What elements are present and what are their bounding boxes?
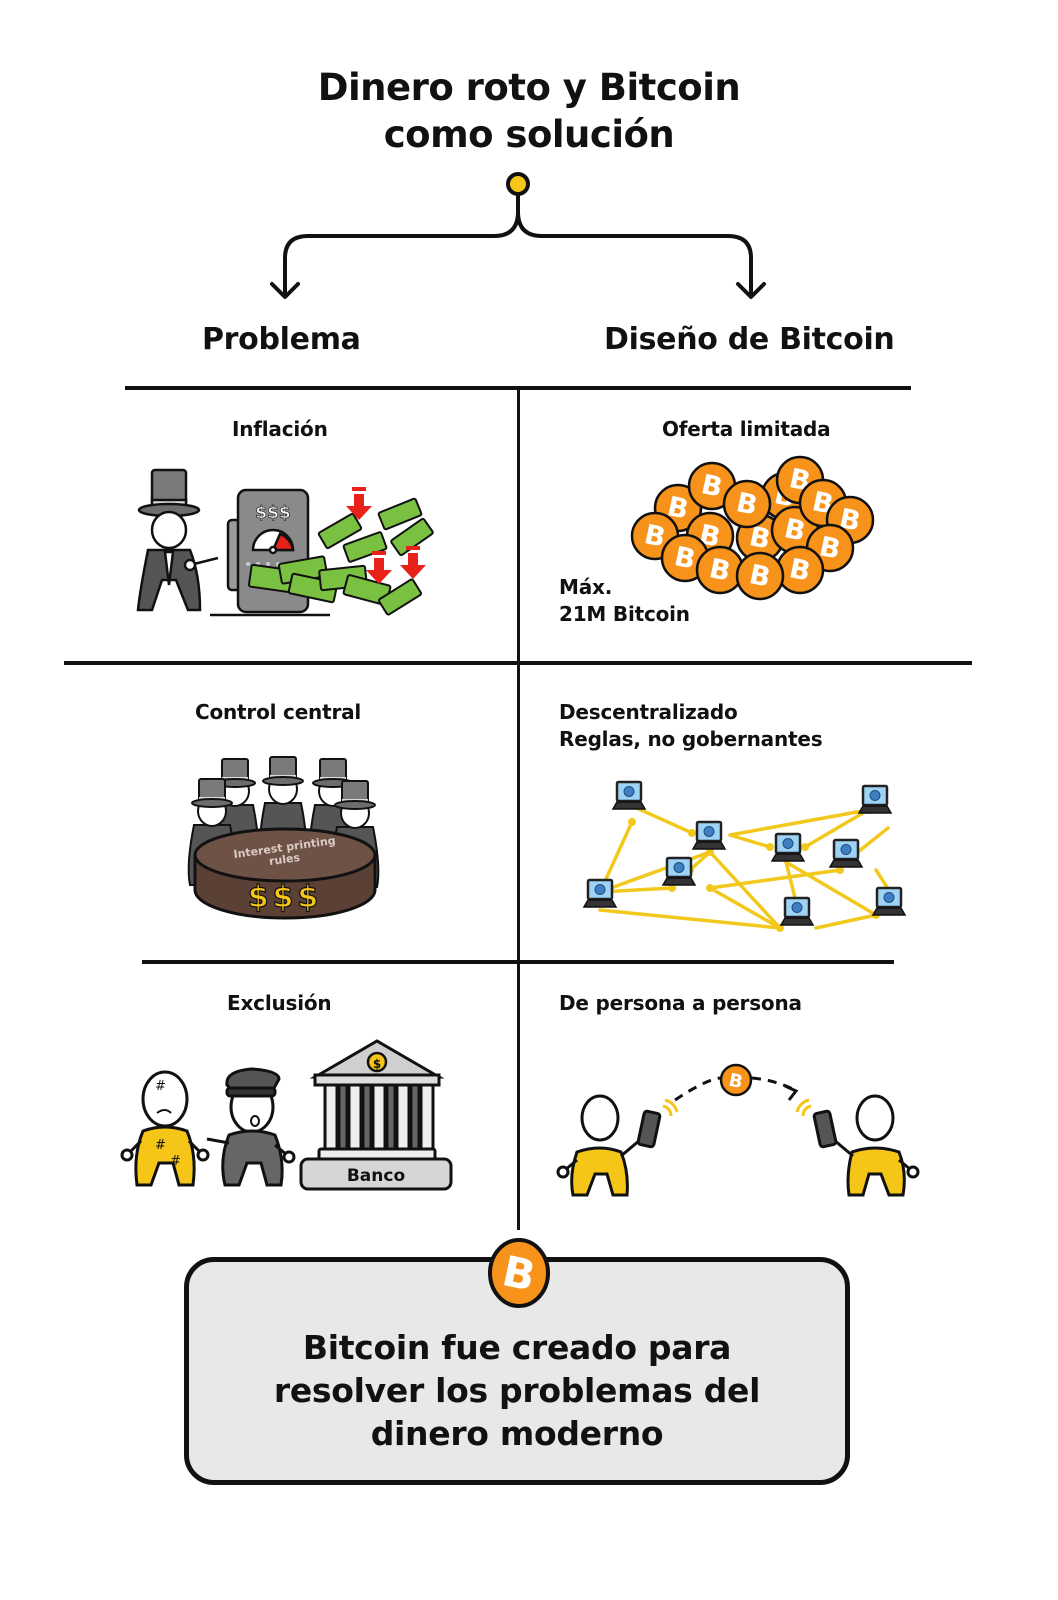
- conclusion-line-2: resolver los problemas del: [273, 1371, 761, 1410]
- solution-label-limited-supply: Oferta limitada: [662, 417, 831, 441]
- column-heading-bitcoin-design: Diseño de Bitcoin: [604, 322, 895, 357]
- svg-text:#: #: [170, 1154, 181, 1169]
- svg-text:#: #: [155, 1138, 166, 1153]
- svg-text:$: $: [373, 1057, 381, 1071]
- svg-text:$$$: $$$: [248, 880, 323, 915]
- column-heading-problem: Problema: [202, 322, 361, 357]
- money-printer-icon: $$$: [136, 468, 434, 617]
- network-nodes-icon: [582, 780, 907, 932]
- solution-label-peer-to-peer: De persona a persona: [559, 991, 802, 1015]
- svg-text:#: #: [155, 1079, 166, 1094]
- bank-label: Banco: [347, 1166, 405, 1186]
- central-bankers-icon: Interest printing rules $$$: [187, 756, 380, 920]
- problem-label-exclusion: Exclusión: [227, 991, 332, 1015]
- divider-row-2: [142, 960, 894, 964]
- page-title: Dinero roto y Bitcoin como solución: [0, 64, 1058, 158]
- solution-label-decentralized: Descentralizado Reglas, no gobernantes: [559, 700, 823, 751]
- bank-exclusion-icon: # # # $ Banco: [120, 1039, 453, 1191]
- problem-label-central-control: Control central: [195, 700, 362, 724]
- divider-row-1: [64, 661, 972, 665]
- svg-text:rules: rules: [268, 851, 301, 868]
- supply-cap-caption: Máx. 21M Bitcoin: [559, 575, 690, 626]
- problem-label-inflation: Inflación: [232, 417, 328, 441]
- p2p-transfer-icon: B: [556, 1063, 920, 1197]
- conclusion-line-1: Bitcoin fue creado para: [302, 1328, 732, 1367]
- root-node-dot: [506, 172, 530, 196]
- conclusion-line-3: dinero moderno: [370, 1414, 664, 1453]
- bitcoin-icon: B: [488, 1238, 550, 1308]
- title-line-1: Dinero roto y Bitcoin: [317, 66, 741, 109]
- branch-connector: [270, 172, 766, 299]
- conclusion-text: Bitcoin fue creado para resolver los pro…: [184, 1326, 850, 1455]
- title-line-2: como solución: [383, 113, 675, 156]
- divider-vertical: [517, 388, 520, 1230]
- svg-text:$$$: $$$: [255, 503, 291, 523]
- svg-text:B: B: [727, 1070, 745, 1093]
